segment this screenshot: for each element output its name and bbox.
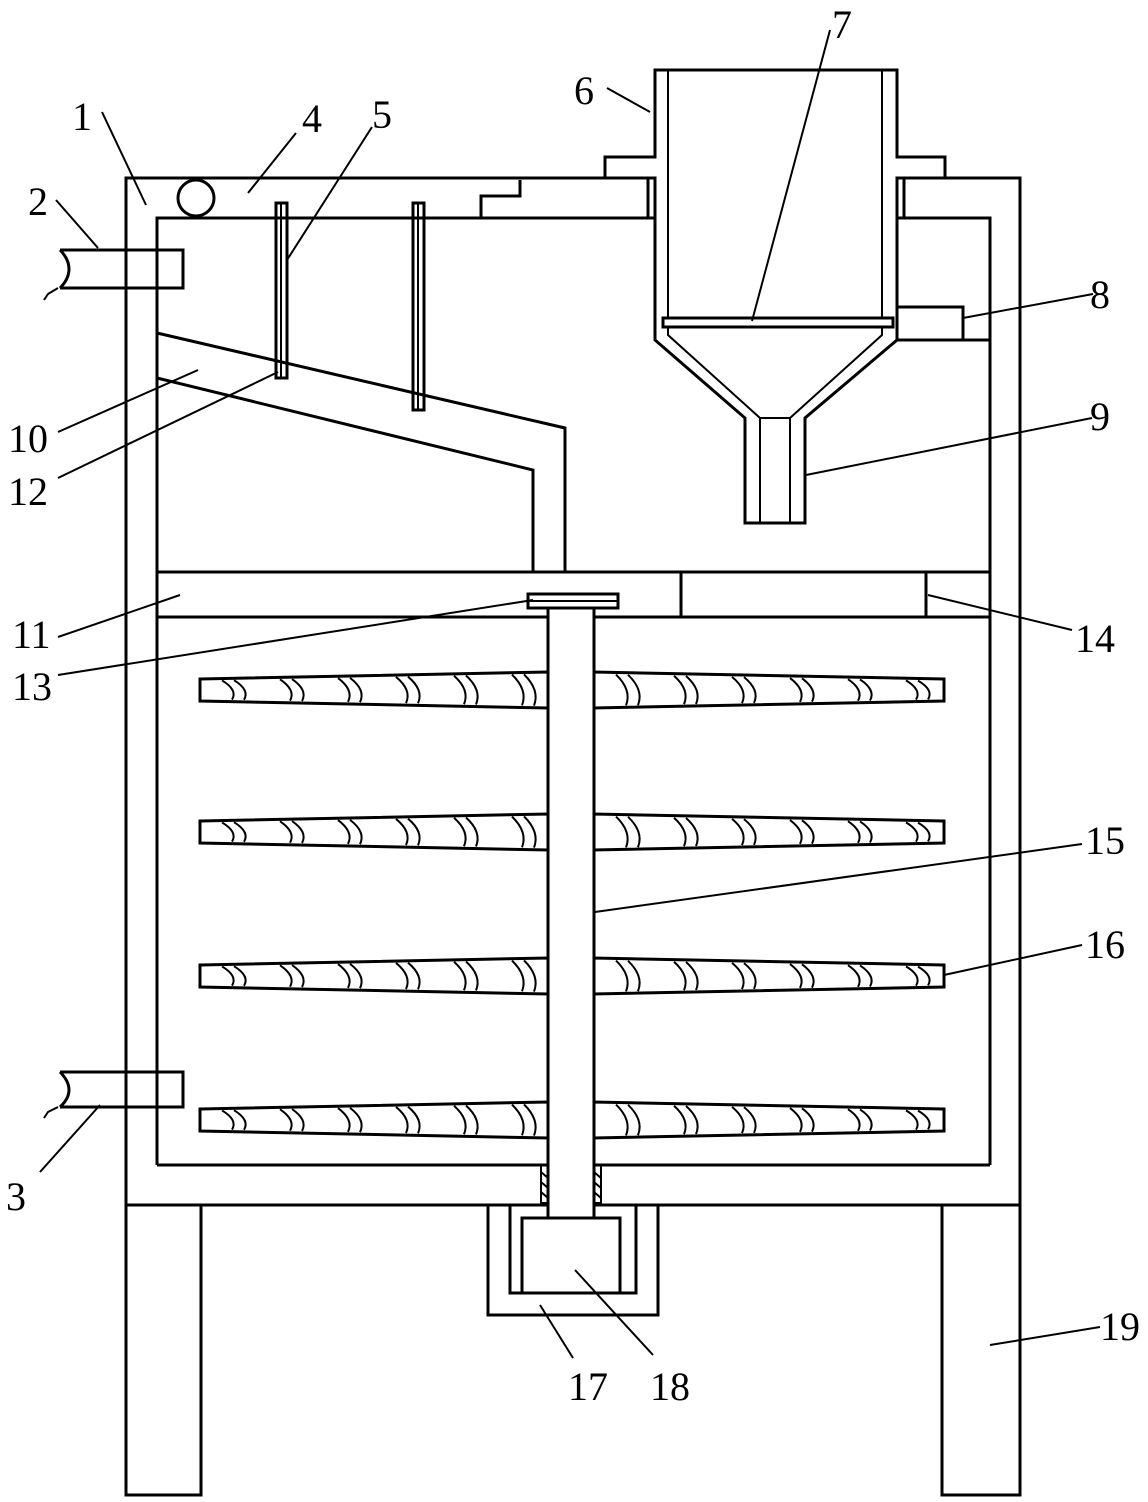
label-7: 7: [832, 2, 852, 47]
inclined-chute: [156, 331, 567, 572]
outlet-pipe-lower: [43, 1070, 185, 1119]
inlet-pipe-upper: [43, 248, 185, 301]
label-5: 5: [372, 92, 392, 137]
label-10: 10: [8, 416, 48, 461]
stirring-blades: [198, 670, 946, 1140]
top-rail: [176, 178, 522, 218]
part-number-labels: 1 2 3 4 5 6 7 8 9 10 11 12 13 14 15 16 1…: [6, 2, 1140, 1409]
blade-2-left: [198, 812, 550, 852]
motor-housing: [486, 1205, 660, 1317]
label-18: 18: [650, 1364, 690, 1409]
shaft-seals: [540, 1164, 602, 1204]
label-12: 12: [8, 469, 48, 514]
blade-2-right: [592, 812, 946, 852]
label-9: 9: [1090, 394, 1110, 439]
blade-3-right: [592, 956, 946, 996]
blade-1-left: [198, 670, 550, 710]
label-2: 2: [28, 179, 48, 224]
blade-1-right: [592, 670, 946, 710]
label-19: 19: [1100, 1304, 1140, 1349]
label-1: 1: [72, 94, 92, 139]
label-17: 17: [568, 1364, 608, 1409]
label-15: 15: [1085, 818, 1125, 863]
hopper-assembly: [603, 68, 990, 525]
stirring-shaft: [526, 592, 620, 1220]
label-6: 6: [574, 68, 594, 113]
blade-3-left: [198, 956, 550, 996]
blade-4-right: [592, 1100, 946, 1140]
label-16: 16: [1085, 922, 1125, 967]
label-14: 14: [1075, 616, 1115, 661]
label-8: 8: [1090, 272, 1110, 317]
label-11: 11: [12, 612, 51, 657]
blade-4-left: [198, 1100, 550, 1140]
label-4: 4: [302, 96, 322, 141]
hanging-rods: [274, 201, 426, 412]
leader-lines: [39, 29, 1101, 1359]
label-3: 3: [6, 1174, 26, 1219]
support-legs: [124, 1203, 1022, 1497]
label-13: 13: [12, 664, 52, 709]
